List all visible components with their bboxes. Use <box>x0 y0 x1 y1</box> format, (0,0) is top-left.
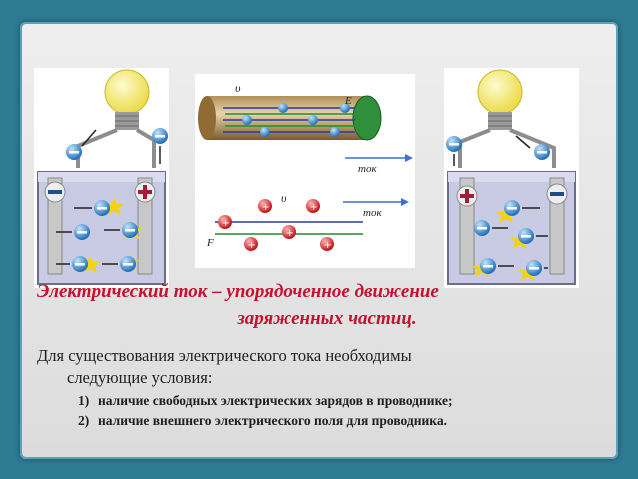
conductor-svg: υ E ток υ ток F + + + + + + <box>198 81 413 251</box>
intro-line-1: Для существования электрического тока не… <box>37 346 412 365</box>
electron-icon <box>526 260 542 276</box>
svg-text:+: + <box>262 202 270 213</box>
electrolyte-figure-right <box>444 68 579 288</box>
positive-ion-icon: + <box>320 237 334 251</box>
intro-line-2: следующие условия: <box>67 368 213 387</box>
electron-icon <box>518 228 534 244</box>
positive-ion-icon: + <box>258 199 272 213</box>
electron-icon <box>66 144 82 160</box>
electron-icon <box>330 127 340 137</box>
electron-icon <box>474 220 490 236</box>
svg-text:+: + <box>248 240 256 251</box>
current-label-2: ток <box>363 207 382 219</box>
minus-electrode-icon <box>546 183 568 205</box>
electrolyte-left-svg <box>37 69 168 285</box>
positive-ion-icon: + <box>244 237 258 251</box>
minus-electrode-icon <box>44 181 66 203</box>
electron-icon <box>120 256 136 272</box>
current-label: ток <box>358 163 377 175</box>
condition-text: наличие свободных электрических зарядов … <box>98 393 453 408</box>
heading-line-1: Электрический ток – упорядоченное движен… <box>37 281 439 302</box>
electrolyte-right-svg <box>446 69 576 285</box>
force-label: F <box>206 237 214 249</box>
electron-icon <box>534 144 550 160</box>
heading-line-2: заряженных частиц. <box>237 308 417 329</box>
svg-text:+: + <box>222 218 230 229</box>
svg-text:+: + <box>310 202 318 213</box>
svg-text:+: + <box>324 240 332 251</box>
light-bulb-icon <box>477 69 523 130</box>
positive-ion-icon: + <box>282 225 296 239</box>
conductor-figure: υ E ток υ ток F + + + + + + <box>195 74 415 268</box>
electron-icon <box>74 224 90 240</box>
electrolyte-figure-left <box>34 68 169 288</box>
light-bulb-icon <box>104 69 150 130</box>
condition-text: наличие внешнего электрического поля для… <box>98 413 447 428</box>
electron-icon <box>94 200 110 216</box>
electron-icon <box>504 200 520 216</box>
condition-item-1: 1) наличие свободных электрических зарядо… <box>78 392 453 410</box>
electron-icon <box>278 103 288 113</box>
electron-icon <box>260 127 270 137</box>
electron-icon <box>340 103 350 113</box>
electron-icon <box>308 115 318 125</box>
condition-item-2: 2) наличие внешнего электрического поля д… <box>78 412 447 430</box>
electron-icon <box>480 258 496 274</box>
positive-ion-icon: + <box>306 199 320 213</box>
plus-electrode-icon <box>456 185 478 207</box>
velocity-label: υ <box>235 81 241 95</box>
slide: υ E ток υ ток F + + + + + + <box>20 22 618 459</box>
electron-icon <box>152 128 168 144</box>
condition-number: 1) <box>78 393 90 408</box>
positive-ion-icon: + <box>218 215 232 229</box>
electron-icon <box>242 115 252 125</box>
svg-text:+: + <box>286 228 294 239</box>
electron-icon <box>446 136 462 152</box>
field-label: E <box>344 95 352 107</box>
condition-number: 2) <box>78 413 90 428</box>
electron-icon <box>72 256 88 272</box>
velocity-label-2: υ <box>281 191 287 205</box>
plus-electrode-icon <box>134 181 156 203</box>
electron-icon <box>122 222 138 238</box>
